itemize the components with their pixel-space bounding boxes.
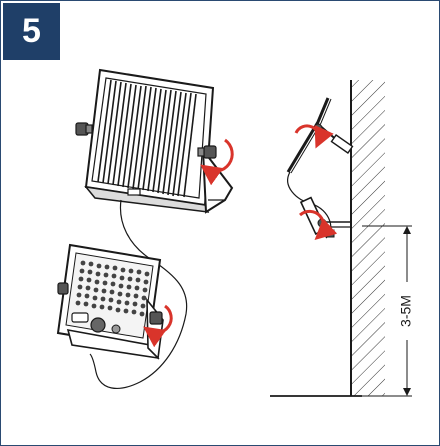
step-number-badge: 5 — [3, 3, 60, 60]
solar-panel-cells — [97, 79, 197, 198]
rotate-arrow-icon — [298, 209, 338, 241]
rotate-arrow-icon — [200, 138, 234, 186]
lamp-right-knob — [149, 311, 163, 325]
step-number: 5 — [22, 12, 41, 50]
motion-sensor — [90, 317, 106, 333]
solar-panel — [75, 68, 234, 214]
panel-left-knob — [75, 122, 93, 136]
rotate-arrow-icon — [294, 124, 334, 149]
rotate-arrow-icon — [143, 304, 173, 348]
lamp-left-knob — [57, 282, 69, 295]
height-range-label: 3-5M — [398, 295, 414, 327]
wall — [270, 80, 385, 397]
led-grid — [75, 260, 150, 317]
flood-light — [56, 243, 164, 360]
panel-right-knob — [197, 145, 217, 159]
connection-cable — [89, 199, 188, 390]
height-dimension: 3-5M — [362, 225, 414, 397]
side-flood-light — [299, 196, 351, 238]
